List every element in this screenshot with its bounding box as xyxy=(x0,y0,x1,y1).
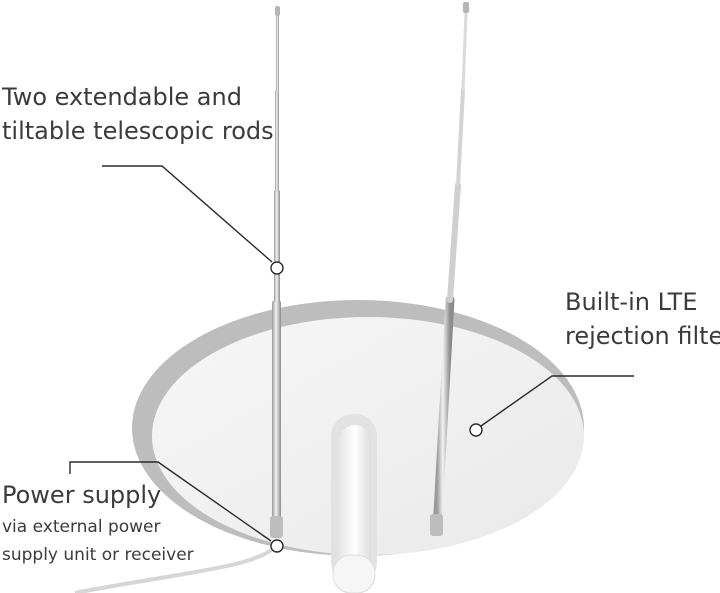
rods-callout-label: Two extendable and tiltable telescopic r… xyxy=(2,80,274,148)
power-cable xyxy=(74,544,278,593)
lte-callout-line-2: rejection filter xyxy=(565,322,720,350)
lte-callout-label: Built-in LTE rejection filter xyxy=(565,285,720,353)
lte-callout-dot xyxy=(469,423,483,437)
rods-callout-line-2: tiltable telescopic rods xyxy=(2,117,274,145)
power-leader xyxy=(69,461,284,553)
lte-callout-line-1: Built-in LTE xyxy=(565,288,698,316)
power-callout-subtext: via external power supply unit or receiv… xyxy=(2,513,194,569)
rods-callout-line-1: Two extendable and xyxy=(2,83,242,111)
power-callout-sub-line-1: via external power xyxy=(2,517,161,537)
lte-leader xyxy=(469,375,634,437)
power-callout-title: Power supply xyxy=(2,481,162,509)
power-callout-dot xyxy=(270,539,284,553)
right-telescopic-rod xyxy=(430,2,469,536)
rods-callout-dot xyxy=(270,261,284,275)
rods-leader xyxy=(102,165,284,275)
power-callout-sub-line-2: supply unit or receiver xyxy=(2,545,194,565)
stand xyxy=(331,414,377,593)
